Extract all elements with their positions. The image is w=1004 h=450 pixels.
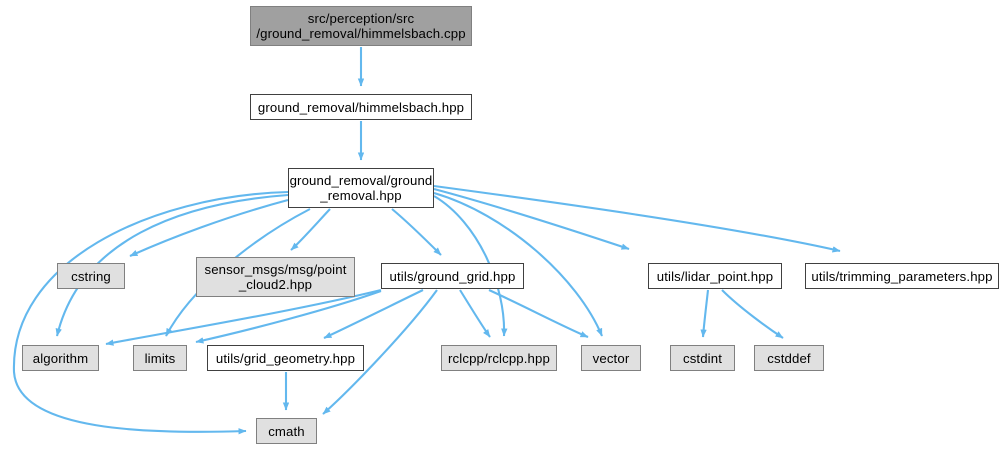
node-vector[interactable]: vector bbox=[581, 345, 641, 371]
node-cmath[interactable]: cmath bbox=[256, 418, 317, 444]
node-point-cloud2-hpp[interactable]: sensor_msgs/msg/point _cloud2.hpp bbox=[196, 257, 355, 297]
node-label: utils/lidar_point.hpp bbox=[656, 268, 774, 284]
node-cstddef[interactable]: cstddef bbox=[754, 345, 824, 371]
edge-ground_grid_hpp-grid_geometry_hpp bbox=[323, 289, 424, 339]
node-label: cstddef bbox=[767, 350, 811, 366]
node-himmelsbach-cpp[interactable]: src/perception/src /ground_removal/himme… bbox=[250, 6, 472, 46]
edge-ground_grid_hpp-vector bbox=[488, 289, 589, 338]
node-label: cstdint bbox=[682, 350, 723, 366]
edge-ground_removal_hpp-cmath bbox=[12, 190, 289, 435]
edge-ground_grid_hpp-limits bbox=[195, 290, 382, 344]
node-label: cmath bbox=[268, 423, 305, 439]
node-cstring[interactable]: cstring bbox=[57, 263, 125, 289]
node-label: sensor_msgs/msg/point _cloud2.hpp bbox=[204, 262, 347, 292]
edge-ground_grid_hpp-cmath bbox=[322, 289, 438, 415]
edge-ground_grid_hpp-rclcpp_hpp bbox=[459, 289, 491, 338]
node-grid-geometry-hpp[interactable]: utils/grid_geometry.hpp bbox=[207, 345, 364, 371]
node-label: algorithm bbox=[32, 350, 89, 366]
node-algorithm[interactable]: algorithm bbox=[22, 345, 99, 371]
edge-ground_removal_hpp-vector bbox=[433, 191, 603, 337]
node-cstdint[interactable]: cstdint bbox=[670, 345, 735, 371]
edge-lidar_point_hpp-cstddef bbox=[721, 289, 784, 339]
node-label: vector bbox=[592, 350, 630, 366]
node-rclcpp-hpp[interactable]: rclcpp/rclcpp.hpp bbox=[441, 345, 557, 371]
edge-ground_removal_hpp-ground_grid_hpp bbox=[391, 208, 442, 256]
edge-ground_grid_hpp-algorithm bbox=[105, 288, 382, 346]
node-label: cstring bbox=[71, 268, 111, 284]
node-label: ground_removal/himmelsbach.hpp bbox=[257, 99, 465, 115]
edge-ground_removal_hpp-trimming_parameters_hpp bbox=[433, 184, 841, 253]
node-label: ground_removal/ground _removal.hpp bbox=[289, 173, 433, 203]
node-label: limits bbox=[144, 350, 176, 366]
node-label: utils/trimming_parameters.hpp bbox=[811, 268, 993, 284]
node-himmelsbach-hpp[interactable]: ground_removal/himmelsbach.hpp bbox=[250, 94, 472, 120]
edge-ground_removal_hpp-cstring bbox=[129, 198, 289, 257]
node-trimming-parameters-hpp[interactable]: utils/trimming_parameters.hpp bbox=[805, 263, 999, 289]
edge-ground_removal_hpp-point_cloud2_hpp bbox=[290, 208, 331, 251]
node-ground-grid-hpp[interactable]: utils/ground_grid.hpp bbox=[381, 263, 524, 289]
edge-ground_removal_hpp-rclcpp_hpp bbox=[433, 195, 508, 337]
node-label: src/perception/src /ground_removal/himme… bbox=[256, 11, 466, 41]
node-limits[interactable]: limits bbox=[133, 345, 187, 371]
node-lidar-point-hpp[interactable]: utils/lidar_point.hpp bbox=[648, 263, 782, 289]
node-label: utils/grid_geometry.hpp bbox=[215, 350, 356, 366]
node-label: utils/ground_grid.hpp bbox=[389, 268, 516, 284]
edge-lidar_point_hpp-cstdint bbox=[700, 289, 710, 338]
edge-ground_removal_hpp-lidar_point_hpp bbox=[433, 187, 630, 250]
edge-ground_removal_hpp-algorithm bbox=[55, 193, 289, 337]
node-label: rclcpp/rclcpp.hpp bbox=[448, 350, 550, 366]
node-ground-removal-hpp[interactable]: ground_removal/ground _removal.hpp bbox=[288, 168, 434, 208]
